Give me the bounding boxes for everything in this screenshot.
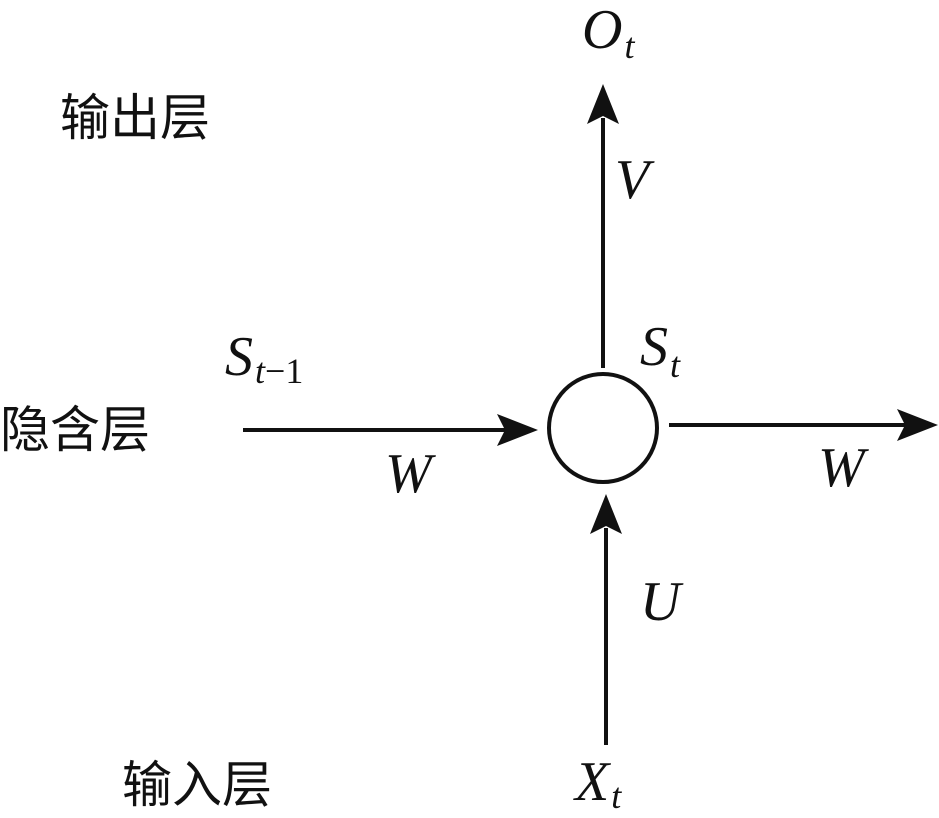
output-layer-label: 输出层 [60, 89, 210, 147]
output-node-base: O [582, 0, 622, 61]
weight-w-in-label: W [385, 443, 436, 505]
output-node-subscript: t [624, 26, 635, 66]
previous-state-base: S [225, 326, 253, 388]
previous-state-label: St−1 [225, 326, 303, 391]
input-node-subscript: t [611, 776, 622, 816]
arrow-head-right-in [497, 414, 538, 446]
previous-state-subscript-var: t [255, 351, 266, 391]
current-state-subscript: t [670, 345, 681, 385]
current-state-label: St [640, 316, 681, 385]
input-layer-label: 输入层 [122, 756, 272, 814]
weight-v-label: V [615, 149, 655, 211]
arrow-head-right-out [897, 409, 938, 441]
input-node-label: Xt [573, 751, 622, 816]
weight-u-label: U [640, 571, 684, 633]
hidden-node-circle [547, 372, 659, 484]
previous-state-subscript-rest: −1 [265, 351, 303, 391]
hidden-layer-label: 隐含层 [0, 401, 150, 459]
output-node-label: Ot [582, 0, 635, 66]
input-node-base: X [573, 751, 612, 813]
arrow-head-up-output [587, 84, 619, 124]
weight-w-out-label: W [818, 437, 869, 499]
arrow-head-up-input [590, 494, 622, 534]
current-state-base: S [640, 316, 668, 378]
